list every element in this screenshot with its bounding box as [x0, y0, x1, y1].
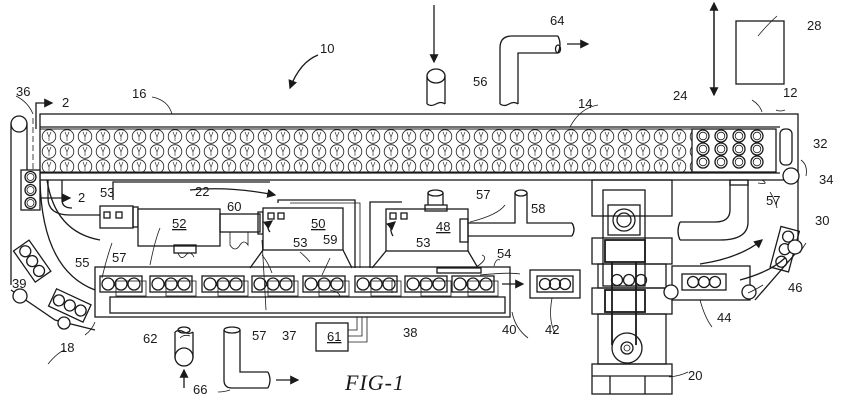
- label-62: 62: [143, 331, 157, 346]
- label-57-d: 57: [252, 328, 266, 343]
- left-roller: [11, 116, 27, 132]
- label-59: 59: [323, 232, 337, 247]
- loaded-carriers: [692, 129, 776, 172]
- label-53-b: 53: [293, 235, 307, 250]
- label-section-bottom: 2: [78, 190, 85, 205]
- label-48: 48: [436, 219, 450, 234]
- label-53-c: 53: [416, 235, 430, 250]
- system-arrow-10: [290, 55, 318, 88]
- left-carrier: [21, 170, 40, 210]
- label-24: 24: [673, 88, 687, 103]
- label-20: 20: [688, 368, 702, 383]
- carrier-ring-inner: [735, 158, 743, 166]
- label-60: 60: [227, 199, 241, 214]
- carrier-ring-inner: [735, 132, 743, 140]
- slide-54: [437, 268, 481, 273]
- controller-28: [736, 21, 784, 84]
- carrier-ring-inner: [717, 158, 725, 166]
- label-36: 36: [16, 84, 30, 99]
- label-12: 12: [783, 85, 797, 100]
- lower-trays: [100, 276, 498, 296]
- label-61: 61: [327, 329, 341, 344]
- label-57-b: 57: [476, 187, 490, 202]
- label-28: 28: [807, 18, 821, 33]
- figure-title: FIG-1: [344, 370, 405, 395]
- main-conveyor-cells: [40, 129, 692, 172]
- label-57-c: 57: [766, 193, 780, 208]
- label-37: 37: [282, 328, 296, 343]
- label-54: 54: [497, 246, 511, 261]
- label-16: 16: [132, 86, 146, 101]
- right-roller: [783, 168, 799, 184]
- carrier-ring-inner: [717, 132, 725, 140]
- label-30: 30: [815, 213, 829, 228]
- label-50: 50: [311, 216, 325, 231]
- label-32: 32: [813, 136, 827, 151]
- base-conveyor: [110, 297, 505, 313]
- carrier-ring-inner: [753, 132, 761, 140]
- label-44: 44: [717, 310, 731, 325]
- label-22: 22: [195, 184, 209, 199]
- label-56: 56: [473, 74, 487, 89]
- carrier-ring-inner: [735, 145, 743, 153]
- label-42: 42: [545, 322, 559, 337]
- label-34: 34: [819, 172, 833, 187]
- inlet-pipe-62: [175, 327, 193, 366]
- press-20: [592, 180, 672, 394]
- carrier-ring-inner: [753, 158, 761, 166]
- label-53-a: 53: [100, 185, 114, 200]
- label-40: 40: [502, 322, 516, 337]
- label-46: 46: [788, 280, 802, 295]
- return-tray-44: [672, 266, 750, 300]
- carrier-ring-inner: [717, 145, 725, 153]
- label-64: 64: [550, 13, 564, 28]
- label-14: 14: [578, 96, 592, 111]
- end-rail-slot: [780, 129, 792, 165]
- outlet-pipe-64: [500, 36, 561, 106]
- left-turn-carrier-lower: [49, 289, 91, 322]
- label-57-a: 57: [112, 250, 126, 265]
- carrier-ring-inner: [699, 158, 707, 166]
- label-58: 58: [531, 201, 545, 216]
- label-66: 66: [193, 382, 207, 397]
- label-10: 10: [320, 41, 334, 56]
- duct-60: [220, 214, 260, 232]
- label-39: 39: [12, 276, 26, 291]
- label-38: 38: [403, 325, 417, 340]
- label-55: 55: [75, 255, 89, 270]
- section-marker-top: [36, 103, 52, 129]
- inlet-pipe-56: [427, 69, 445, 106]
- label-18: 18: [60, 340, 74, 355]
- carrier-ring-inner: [699, 132, 707, 140]
- carrier-ring-inner: [699, 145, 707, 153]
- carrier-ring-inner: [753, 145, 761, 153]
- label-section-top: 2: [62, 95, 69, 110]
- right-duct: [680, 180, 730, 222]
- label-52: 52: [172, 216, 186, 231]
